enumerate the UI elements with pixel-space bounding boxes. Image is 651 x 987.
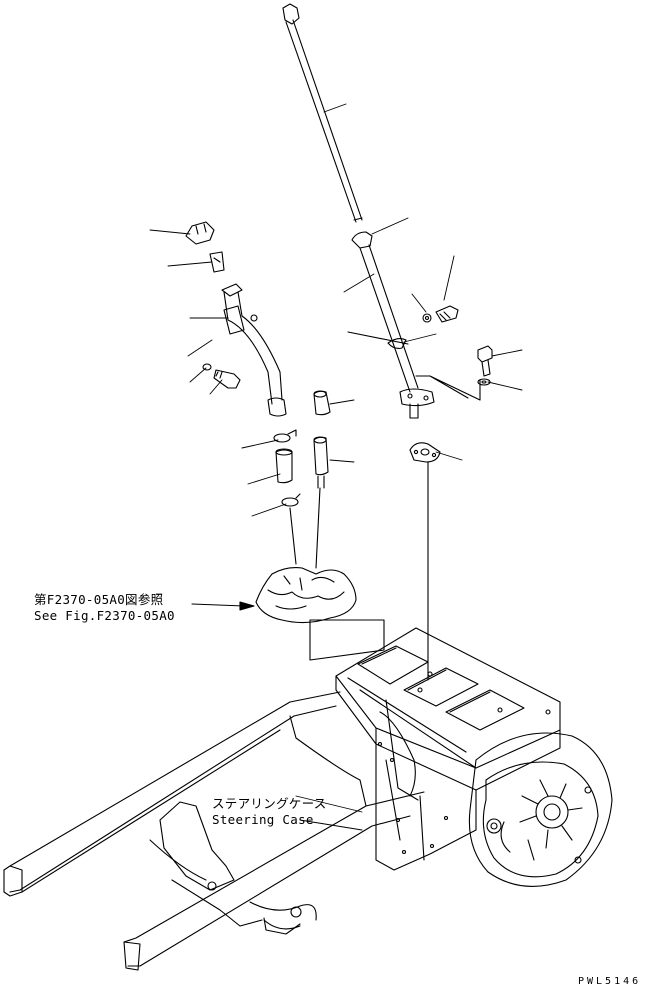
hose-clamp-lower bbox=[282, 494, 300, 506]
tube-right bbox=[314, 437, 328, 488]
gasket bbox=[410, 443, 440, 462]
bolt-right-upper bbox=[423, 306, 458, 322]
plug bbox=[314, 391, 330, 415]
bolt-right-lower bbox=[478, 346, 492, 385]
steering-leader bbox=[296, 796, 362, 830]
reference-leader bbox=[192, 604, 244, 606]
steering-case bbox=[4, 628, 612, 970]
steering-case-label-jp: ステアリングケース bbox=[212, 796, 327, 811]
hose-clamp-upper bbox=[274, 430, 296, 442]
offset-line-right bbox=[416, 376, 480, 400]
hose bbox=[276, 449, 292, 483]
drawing-code: PWL5146 bbox=[578, 976, 642, 987]
connection-lines bbox=[290, 488, 320, 568]
offset-line-left bbox=[310, 620, 384, 660]
pipe-tie-line bbox=[348, 332, 408, 344]
left-pipe bbox=[222, 284, 286, 416]
steering-case-label-en: Steering Case bbox=[212, 812, 314, 827]
guide-pipe bbox=[352, 232, 434, 418]
reference-arrow bbox=[240, 602, 254, 610]
breather-cap bbox=[186, 222, 214, 244]
clip bbox=[210, 252, 224, 272]
dipstick bbox=[283, 4, 362, 222]
left-bolt bbox=[203, 364, 240, 388]
reference-label-en: See Fig.F2370-05A0 bbox=[34, 608, 175, 623]
reference-label-jp: 第F2370-05A0図参照 bbox=[34, 592, 164, 607]
leader-lines bbox=[150, 104, 522, 516]
transmission-housing bbox=[256, 568, 356, 623]
